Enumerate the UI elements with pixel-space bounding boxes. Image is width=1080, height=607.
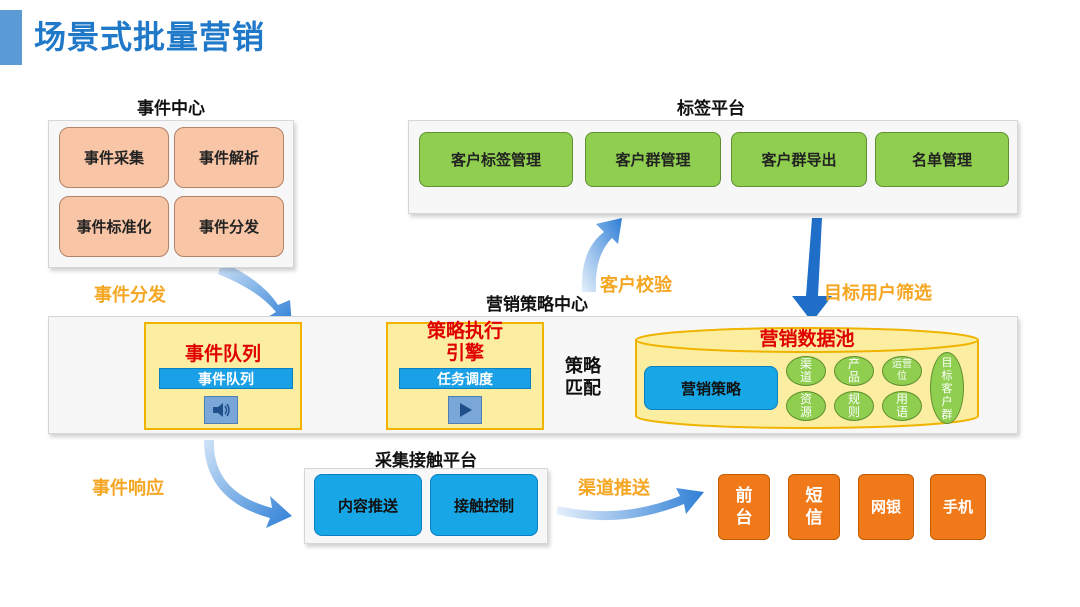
customer-group-management-button[interactable]: 客户群管理 bbox=[585, 132, 721, 187]
strategy-engine-title-line2: 引擎 bbox=[445, 342, 484, 364]
contact-platform-label: 采集接触平台 bbox=[375, 451, 477, 471]
pool-item-ops-slot[interactable]: 运营 位 bbox=[882, 356, 922, 386]
target-filter-label: 目标用户筛选 bbox=[824, 283, 932, 304]
strategy-center-label: 营销策略中心 bbox=[486, 295, 588, 315]
page-title: 场景式批量营销 bbox=[34, 18, 266, 56]
play-icon[interactable] bbox=[448, 396, 482, 424]
strategy-match-line2: 匹配 bbox=[565, 378, 601, 399]
channel-push-label: 渠道推送 bbox=[578, 478, 650, 499]
speaker-icon[interactable] bbox=[204, 396, 238, 424]
pool-item-rule[interactable]: 规 则 bbox=[834, 391, 874, 421]
strategy-engine-title-line1: 策略执行 bbox=[426, 320, 503, 342]
contact-control-button[interactable]: 接触控制 bbox=[430, 474, 538, 536]
marketing-strategy-button[interactable]: 营销策略 bbox=[644, 366, 778, 410]
pool-item-target-group[interactable]: 目 标 客 户 群 bbox=[930, 352, 964, 424]
channel-counter[interactable]: 前 台 bbox=[718, 474, 770, 540]
pool-item-phrase[interactable]: 用 语 bbox=[882, 391, 922, 421]
event-collect-button[interactable]: 事件采集 bbox=[59, 127, 169, 188]
customer-tag-management-button[interactable]: 客户标签管理 bbox=[419, 132, 573, 187]
title-accent-bar bbox=[0, 10, 22, 65]
event-queue-title: 事件队列 bbox=[184, 343, 261, 365]
pool-item-channel[interactable]: 渠 道 bbox=[786, 356, 826, 386]
event-dispatch-label: 事件分发 bbox=[94, 285, 166, 306]
channel-sms[interactable]: 短 信 bbox=[788, 474, 840, 540]
channel-online-banking[interactable]: 网银 bbox=[858, 474, 914, 540]
event-center-label: 事件中心 bbox=[137, 99, 205, 119]
event-response-label: 事件响应 bbox=[92, 478, 164, 499]
channel-push-arrow bbox=[556, 488, 704, 521]
list-management-button[interactable]: 名单管理 bbox=[875, 132, 1009, 187]
customer-verify-label: 客户校验 bbox=[600, 275, 672, 296]
event-dispatch-arrow bbox=[218, 262, 292, 326]
event-queue-bar[interactable]: 事件队列 bbox=[159, 368, 293, 389]
task-scheduling-bar[interactable]: 任务调度 bbox=[399, 368, 531, 389]
pool-item-product[interactable]: 产 品 bbox=[834, 356, 874, 386]
channel-mobile[interactable]: 手机 bbox=[930, 474, 986, 540]
data-pool-title: 营销数据池 bbox=[759, 328, 855, 350]
pool-item-resource[interactable]: 资 源 bbox=[786, 391, 826, 421]
event-response-arrow bbox=[204, 440, 292, 528]
target-filter-arrow bbox=[792, 218, 832, 322]
event-standardize-button[interactable]: 事件标准化 bbox=[59, 196, 169, 257]
event-parse-button[interactable]: 事件解析 bbox=[174, 127, 284, 188]
strategy-match-label: 策略 匹配 bbox=[556, 356, 610, 400]
customer-group-export-button[interactable]: 客户群导出 bbox=[731, 132, 867, 187]
event-distribute-button[interactable]: 事件分发 bbox=[174, 196, 284, 257]
strategy-match-line1: 策略 bbox=[565, 356, 601, 377]
content-push-button[interactable]: 内容推送 bbox=[314, 474, 422, 536]
tag-platform-label: 标签平台 bbox=[677, 99, 745, 119]
customer-verify-arrow bbox=[581, 218, 622, 292]
